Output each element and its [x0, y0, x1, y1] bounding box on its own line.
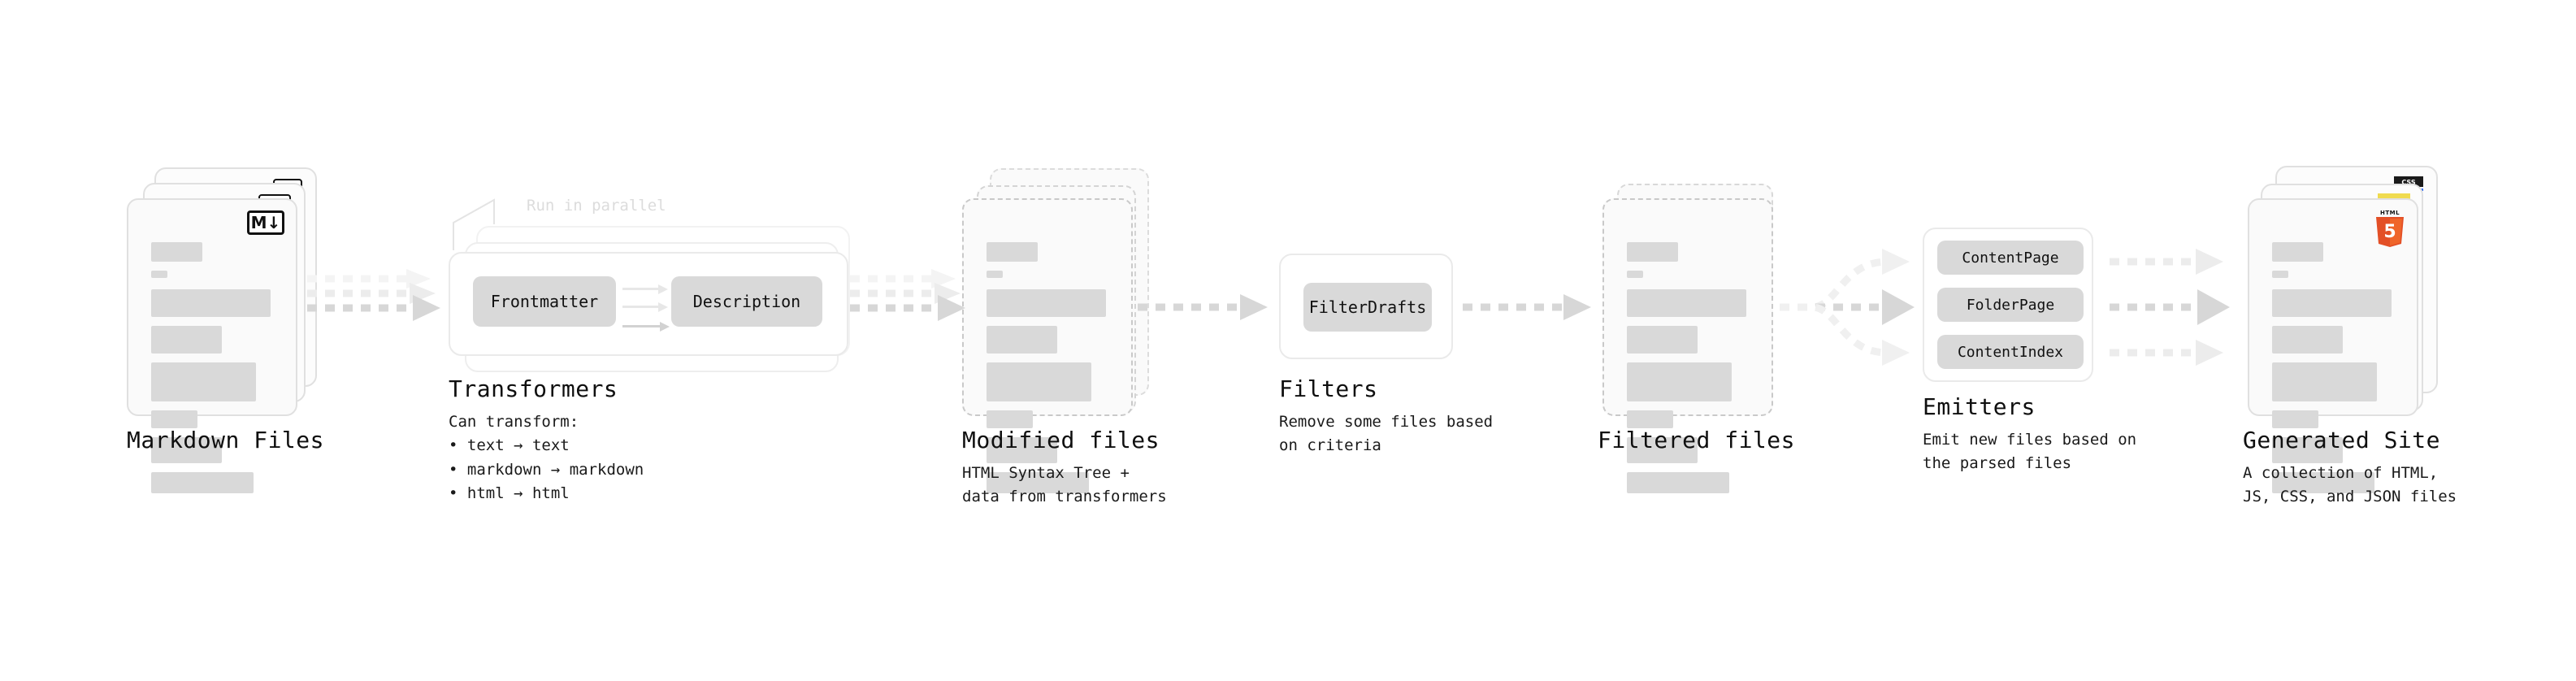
modified-file-content-lines — [987, 242, 1108, 502]
transformers-caption: Can transform: • text → text • markdown … — [449, 413, 644, 503]
transformer-chip-frontmatter[interactable]: Frontmatter — [473, 276, 616, 327]
transformer-chip-description[interactable]: Description — [671, 276, 822, 327]
content-bar — [987, 326, 1057, 354]
emitters-box: ContentPage FolderPage ContentIndex — [1923, 228, 2093, 382]
content-bar — [1627, 410, 1673, 428]
content-bar — [2272, 271, 2288, 278]
filter-chip-filterdrafts[interactable]: FilterDrafts — [1303, 283, 1432, 332]
filtered-file-card-front — [1602, 198, 1773, 493]
content-bar — [2272, 437, 2343, 463]
transformer-internal-arrows — [622, 284, 670, 332]
connector-emitters-to-generated — [2110, 249, 2230, 366]
content-bar — [1627, 362, 1732, 401]
modified-files-caption: HTML Syntax Tree + data from transformer… — [962, 464, 1167, 506]
transformers-box: Frontmatter Description — [449, 252, 848, 356]
svg-text:HTML: HTML — [2380, 210, 2400, 216]
run-in-parallel-bracket — [453, 198, 495, 250]
content-bar — [151, 362, 256, 401]
connector-filters-to-filtered — [1463, 294, 1591, 320]
content-bar — [151, 326, 222, 354]
content-bar — [987, 410, 1033, 428]
svg-text:CSS: CSS — [2401, 179, 2415, 186]
connector-modified-to-filters — [1138, 294, 1268, 320]
emitter-chip-contentindex[interactable]: ContentIndex — [1937, 335, 2084, 369]
content-bar — [987, 362, 1091, 401]
html5-badge: HTML 5 — [2373, 208, 2407, 247]
connector-transformers-to-modified — [850, 269, 965, 321]
generated-site-caption: A collection of HTML, JS, CSS, and JSON … — [2243, 464, 2457, 506]
content-bar — [1627, 472, 1729, 493]
content-bar — [2272, 289, 2392, 317]
connector-markdown-to-transformers — [307, 269, 440, 321]
content-bar — [2272, 362, 2377, 401]
content-bar — [987, 271, 1003, 278]
transformers-title: Transformers — [449, 375, 618, 402]
content-bar — [2272, 326, 2343, 354]
content-bar — [1627, 271, 1643, 278]
svg-text:5: 5 — [2383, 222, 2396, 242]
html5-badge-svg: HTML 5 — [2376, 210, 2404, 247]
content-bar — [1627, 242, 1678, 262]
markdown-badge-text: M↓ — [250, 213, 281, 232]
content-bar — [1627, 326, 1698, 354]
emitters-caption: Emit new files based on the parsed files — [1923, 431, 2137, 473]
markdown-badge-front: M↓ — [247, 210, 284, 235]
filtered-file-content-lines — [1627, 242, 1749, 502]
content-bar — [1627, 437, 1698, 463]
markdown-file-card-front: M↓ — [127, 198, 297, 493]
content-bar — [2272, 242, 2323, 262]
modified-file-card-front — [962, 198, 1133, 493]
content-bar — [151, 437, 222, 463]
generated-site-title: Generated Site — [2243, 427, 2441, 453]
content-bar — [151, 271, 167, 278]
content-bar — [2272, 472, 2374, 493]
filters-caption: Remove some files based on criteria — [1279, 413, 1494, 455]
emitter-chip-contentpage[interactable]: ContentPage — [1937, 241, 2084, 275]
content-bar — [987, 289, 1106, 317]
modified-files-title: Modified files — [962, 427, 1160, 453]
content-bar — [1627, 289, 1746, 317]
generated-file-card-html: HTML 5 — [2248, 198, 2418, 493]
filters-box: FilterDrafts — [1279, 254, 1453, 359]
filters-title: Filters — [1279, 375, 1378, 402]
content-bar — [151, 242, 202, 262]
content-bar — [987, 242, 1038, 262]
generated-file-content-lines — [2272, 242, 2394, 502]
emitters-title: Emitters — [1923, 393, 2036, 420]
markdown-file-content-lines — [151, 242, 273, 502]
content-bar — [151, 410, 197, 428]
emitter-chip-folderpage[interactable]: FolderPage — [1937, 288, 2084, 322]
filtered-files-title: Filtered files — [1598, 427, 1796, 453]
content-bar — [987, 437, 1057, 463]
run-in-parallel-label: Run in parallel — [527, 197, 666, 215]
content-bar — [151, 289, 271, 317]
content-bar — [151, 472, 254, 493]
content-bar — [2272, 410, 2318, 428]
connector-filtered-to-emitters — [1780, 249, 1915, 366]
content-bar — [987, 472, 1089, 493]
markdown-files-title: Markdown Files — [127, 427, 325, 453]
